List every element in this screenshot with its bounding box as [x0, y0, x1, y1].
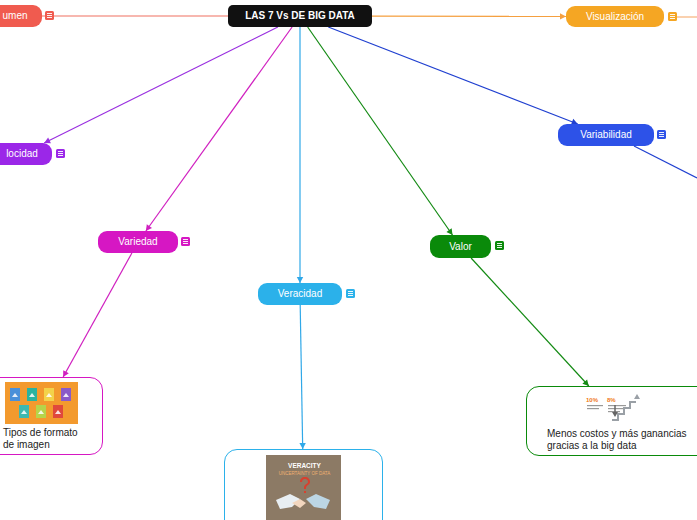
note-icon [56, 149, 65, 158]
note-icon [346, 289, 355, 298]
node-text: Tipos de formato de imagen [3, 427, 87, 451]
topic-pill: Veracidad [258, 283, 342, 305]
connector [471, 258, 589, 386]
note-icon [668, 12, 677, 21]
topic-pill: umen [0, 5, 42, 27]
arrow-head [446, 228, 452, 235]
note-icon [495, 241, 504, 250]
topic-pill: Variedad [98, 231, 178, 253]
topic-pill: Visualización [566, 6, 664, 27]
image-box: Menos costos y más ganancias gracias a l… [526, 386, 697, 456]
topic-pill: Variabilidad [558, 124, 654, 146]
connector [42, 15, 228, 16]
topic-pill: Valor [430, 235, 491, 258]
arrow-head [582, 379, 588, 386]
branch-line [676, 16, 697, 17]
node-text: UNCERTAINTY OF DATA [267, 471, 342, 476]
note-icon [181, 237, 190, 246]
topic-text: Variedad [118, 236, 157, 248]
topic-text: Variabilidad [580, 129, 632, 141]
topic-text: umen [2, 10, 27, 22]
image-box: VERACITYUNCERTAINTY OF DATA [224, 449, 383, 520]
topic-text: Veracidad [278, 288, 322, 300]
central-topic: LAS 7 Vs DE BIG DATA [228, 5, 372, 27]
note-icon [657, 130, 666, 139]
topic-pill: locidad [0, 143, 52, 165]
topic-text: locidad [6, 148, 38, 160]
percent-label: 10% [586, 397, 598, 403]
image-box: Tipos de formato de imagen [0, 377, 103, 455]
connector [146, 27, 292, 231]
percent-label: 8% [607, 397, 616, 403]
node-text: VERACITY [267, 462, 342, 470]
node-text: Menos costos y más ganancias gracias a l… [547, 428, 697, 452]
branch-line [634, 146, 697, 178]
topic-text: Visualización [586, 11, 644, 23]
topic-text: Valor [449, 241, 472, 253]
arrow-head [63, 370, 69, 377]
connector [372, 16, 566, 18]
connector [308, 27, 453, 235]
connector [44, 27, 278, 143]
topic-text: LAS 7 Vs DE BIG DATA [245, 10, 355, 22]
connector [299, 27, 300, 283]
connector [63, 253, 132, 377]
connector [328, 27, 577, 124]
arrow-head [146, 224, 152, 231]
connector [300, 305, 303, 449]
note-icon [45, 11, 54, 20]
